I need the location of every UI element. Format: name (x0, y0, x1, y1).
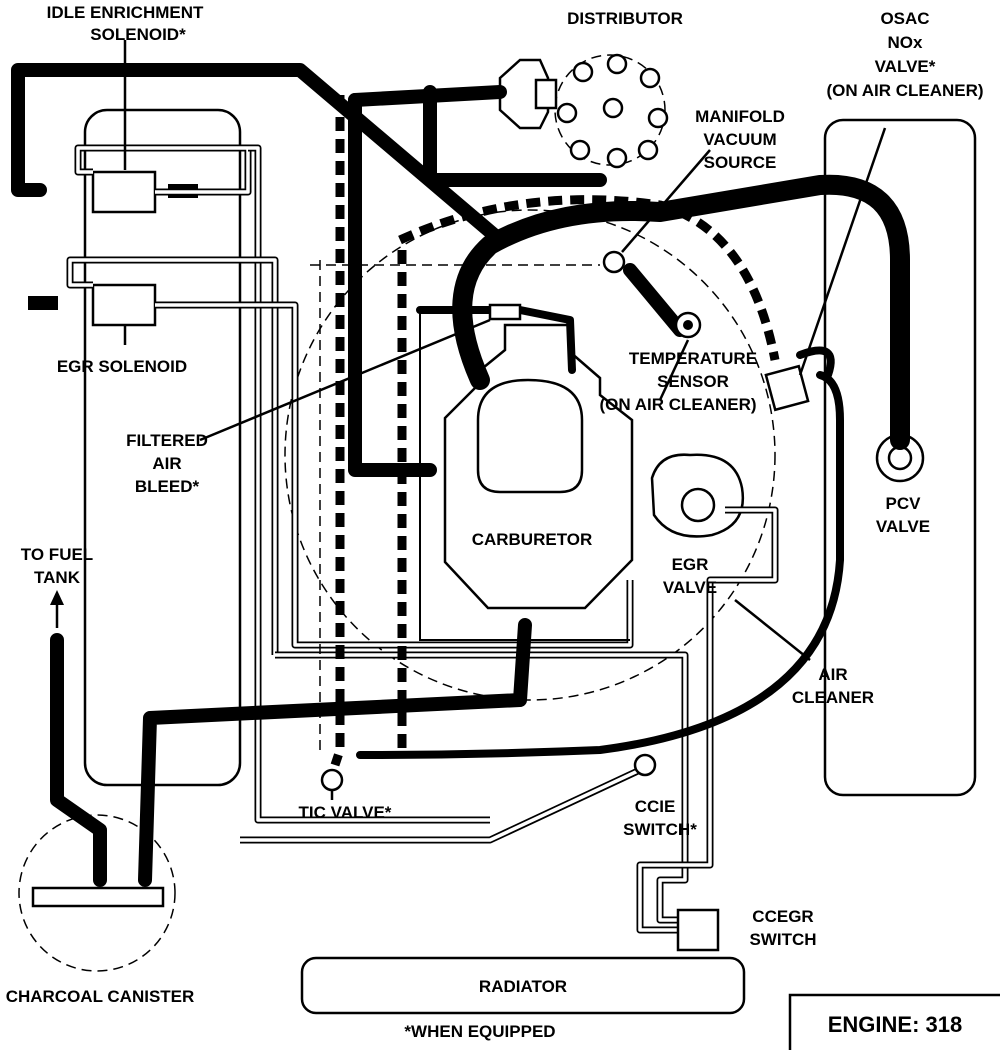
label-osac-2: NOx (888, 33, 924, 52)
label-pcv-1: PCV (886, 494, 922, 513)
label-filtered-3: BLEED* (135, 477, 200, 496)
dashed-hose-tic (330, 95, 345, 767)
label-ccegr-2: SWITCH (749, 930, 816, 949)
filtered-air-bleed (488, 303, 522, 321)
egr-solenoid-connector (28, 296, 58, 310)
label-idle-enrichment-1: IDLE ENRICHMENT (47, 3, 204, 22)
label-radiator: RADIATOR (479, 977, 567, 996)
label-temp-sensor-2: SENSOR (657, 372, 729, 391)
label-egr-solenoid: EGR SOLENOID (57, 357, 187, 376)
temperature-sensor-core (683, 320, 693, 330)
label-ccie-1: CCIE (635, 797, 676, 816)
charcoal-canister (18, 814, 176, 972)
idle-enrichment-solenoid (91, 170, 157, 214)
fuel-tank-arrowhead (50, 590, 64, 605)
left-mounting-panel (83, 108, 242, 787)
carburetor (443, 323, 634, 610)
label-osac-3: VALVE* (875, 57, 936, 76)
egr-solenoid (91, 283, 157, 327)
label-osac-1: OSAC (880, 9, 929, 28)
heavy-vacuum-hoses (11, 63, 910, 887)
label-manifold-3: SOURCE (704, 153, 777, 172)
label-ccie-2: SWITCH* (623, 820, 697, 839)
label-temp-sensor-1: TEMPERATURE (629, 349, 757, 368)
label-pcv-2: VALVE (876, 517, 930, 536)
label-charcoal-canister: CHARCOAL CANISTER (6, 987, 195, 1006)
label-manifold-2: VACUUM (703, 130, 776, 149)
radiator (300, 956, 746, 1015)
label-carburetor: CARBURETOR (472, 530, 593, 549)
osac-valve (764, 364, 810, 412)
tic-valve (320, 768, 344, 792)
label-distributor: DISTRIBUTOR (567, 9, 683, 28)
label-when-equipped: *WHEN EQUIPPED (404, 1022, 555, 1041)
distributor (498, 53, 669, 169)
label-temp-sensor-3: (ON AIR CLEANER) (599, 395, 756, 414)
label-engine: ENGINE: 318 (828, 1012, 963, 1037)
pcv-valve (875, 433, 925, 483)
label-egr-valve-1: EGR (672, 555, 709, 574)
label-ccegr-1: CCEGR (752, 907, 813, 926)
label-osac-4: (ON AIR CLEANER) (826, 81, 983, 100)
engine-box (788, 993, 1000, 1050)
air-cleaner-side-panel (823, 118, 977, 797)
label-to-fuel-1: TO FUEL (21, 545, 93, 564)
leader-lines (123, 40, 887, 800)
label-air-cleaner-2: CLEANER (792, 688, 874, 707)
egr-valve (650, 453, 745, 538)
label-air-cleaner-1: AIR (818, 665, 847, 684)
air-cleaner-outline (284, 209, 776, 701)
label-idle-enrichment-2: SOLENOID* (90, 25, 186, 44)
label-manifold-1: MANIFOLD (695, 107, 785, 126)
manifold-vacuum-fitting (602, 250, 626, 274)
label-to-fuel-2: TANK (34, 568, 81, 587)
label-tic-valve: TIC VALVE* (299, 803, 392, 822)
label-filtered-2: AIR (152, 454, 181, 473)
label-egr-valve-2: VALVE (663, 578, 717, 597)
label-filtered-1: FILTERED (126, 431, 208, 450)
ccegr-switch (676, 908, 720, 952)
ccie-switch (633, 753, 657, 777)
